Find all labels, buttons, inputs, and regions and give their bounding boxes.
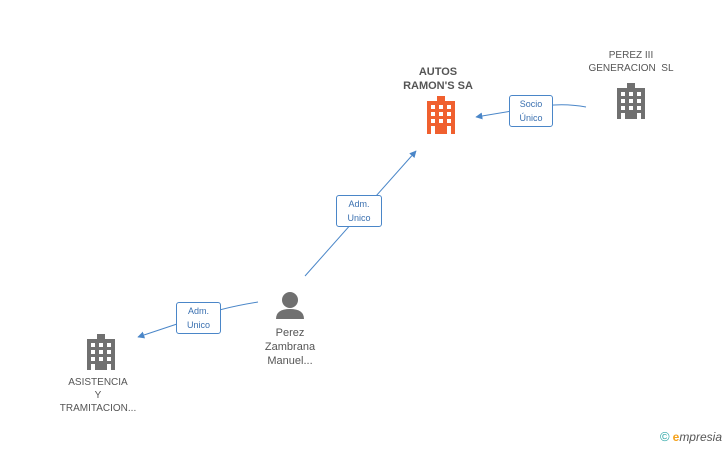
node-label-line: TRAMITACION... [59, 403, 137, 414]
node-label-perez-zambrana[interactable]: Perez Zambrana Manuel... [250, 326, 330, 368]
node-label-line: Manuel... [267, 355, 313, 367]
edge-label-socio-unico[interactable]: Socio Único [509, 95, 553, 127]
edge-label-line: Unico [186, 320, 210, 330]
edge-label-adm-unico-left[interactable]: Adm. Unico [176, 302, 221, 334]
edge-label-line: Único [519, 113, 543, 123]
node-label-line: PEREZ III [608, 50, 654, 61]
edge-label-line: Adm. [348, 199, 370, 209]
footer-brand: ©empresia [660, 429, 722, 444]
node-label-autos-ramons[interactable]: AUTOS RAMON'S SA [388, 65, 488, 93]
node-label-line: ASISTENCIA [68, 377, 128, 388]
copyright-symbol: © [660, 429, 670, 444]
node-label-perez-iii[interactable]: PEREZ III GENERACION SL [571, 49, 691, 75]
building-icon-autos-ramons[interactable] [427, 96, 455, 134]
node-label-line: AUTOS [418, 66, 458, 78]
person-icon-perez-zambrana[interactable] [276, 292, 304, 319]
node-label-line: GENERACION SL [588, 63, 674, 74]
node-label-line: RAMON'S SA [403, 80, 473, 92]
edge-label-line: Unico [347, 213, 371, 223]
building-icon-asistencia[interactable] [87, 334, 115, 370]
node-label-line: Zambrana [264, 341, 316, 353]
empresia-logo-text: mpresia [679, 430, 722, 444]
edge-label-line: Socio [519, 99, 543, 109]
empresia-logo-initial: e [672, 430, 680, 444]
edge-label-adm-unico-top[interactable]: Adm. Unico [336, 195, 382, 227]
edge-label-line: Adm. [187, 306, 209, 316]
building-icon-perez-iii[interactable] [617, 83, 645, 119]
node-label-line: Perez [275, 327, 305, 339]
node-label-asistencia[interactable]: ASISTENCIA Y TRAMITACION... [48, 376, 148, 415]
node-label-line: Y [94, 390, 102, 401]
